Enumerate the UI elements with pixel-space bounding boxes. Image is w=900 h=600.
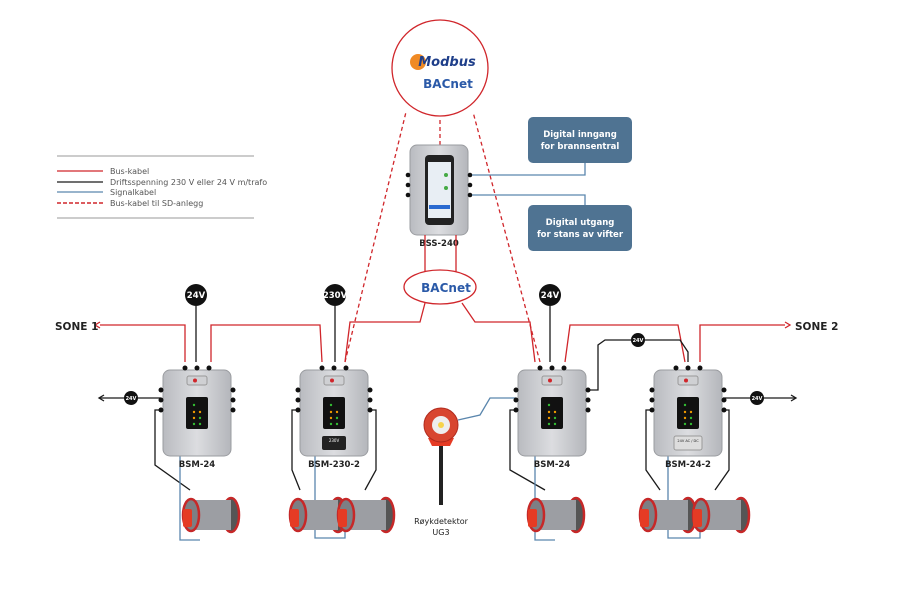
- fire-damper: [638, 496, 698, 534]
- zone-2-label: SONE 2: [795, 321, 838, 333]
- digital-output-line1: Digital utgang: [546, 218, 615, 228]
- detector-label: Røykdetektor: [414, 517, 469, 526]
- digital-input-line2: for brannsentral: [541, 142, 620, 152]
- power-230v-label: 230V: [323, 291, 348, 301]
- module-bsm-24-a: BSM-24: [158, 365, 236, 470]
- power-24v-small-3: 24V: [750, 391, 764, 405]
- module-label: BSM-24: [534, 460, 571, 470]
- protocol-circle: Modbus BACnet: [391, 19, 489, 117]
- bacnet-bus-logo: BACnet: [421, 281, 471, 295]
- digital-input-line1: Digital inngang: [543, 130, 617, 140]
- modbus-logo: Modbus: [418, 55, 476, 70]
- legend-power: Driftsspenning 230 V eller 24 V m/trafo: [110, 178, 267, 187]
- bacnet-logo: BACnet: [423, 77, 473, 91]
- fire-damper: [526, 496, 586, 534]
- fire-damper: [691, 496, 751, 534]
- detector-model: UG3: [432, 528, 449, 537]
- digital-input-box: Digital inngang for brannsentral: [528, 117, 632, 163]
- digital-output-box: Digital utgang for stans av vifter: [528, 205, 632, 251]
- power-230v-bubble: 230V: [323, 284, 348, 306]
- power-small-label: 24V: [126, 396, 137, 402]
- legend-signal: Signalkabel: [110, 188, 156, 197]
- bss-240-controller: BSS-240: [405, 144, 473, 249]
- power-24v-small-2: 24V: [631, 333, 645, 347]
- power-24v-bubble-1: 24V: [185, 284, 207, 306]
- legend: Bus-kabel Driftsspenning 230 V eller 24 …: [57, 155, 267, 219]
- bss-240-label: BSS-240: [419, 239, 459, 249]
- smoke-detector: Røykdetektor UG3: [414, 407, 469, 537]
- module-bsm-230-2: 230V BSM-230-2: [295, 365, 373, 470]
- bacnet-bus-ellipse: BACnet: [403, 269, 477, 305]
- sd-bus-lines: [344, 111, 541, 363]
- power-small-label: 24V: [633, 338, 644, 344]
- power-24v-small-1: 24V: [124, 391, 138, 405]
- legend-sd-bus: Bus-kabel til SD-anlegg: [110, 199, 203, 208]
- module-label: BSM-230-2: [308, 460, 360, 470]
- module-badge: 230V: [329, 438, 340, 443]
- power-24v-bubble-2: 24V: [539, 284, 561, 306]
- module-label: BSM-24: [179, 460, 216, 470]
- module-badge: 24V AC / DC: [677, 439, 699, 443]
- power-24v-label: 24V: [187, 291, 206, 301]
- module-bsm-24-b: BSM-24: [513, 365, 591, 470]
- module-bsm-24-2: 24V AC / DC BSM-24-2: [649, 365, 727, 470]
- power-24v-label: 24V: [541, 291, 560, 301]
- digital-output-line2: for stans av vifter: [537, 230, 624, 240]
- power-small-label: 24V: [752, 396, 763, 402]
- bus-lines: [93, 235, 792, 363]
- zone-1-label: SONE 1: [55, 321, 98, 333]
- fire-damper: [181, 496, 241, 534]
- fire-damper: [336, 496, 396, 534]
- modbus-logo-icon: [410, 54, 426, 70]
- module-label: BSM-24-2: [665, 460, 711, 470]
- legend-bus-cable: Bus-kabel: [110, 167, 149, 176]
